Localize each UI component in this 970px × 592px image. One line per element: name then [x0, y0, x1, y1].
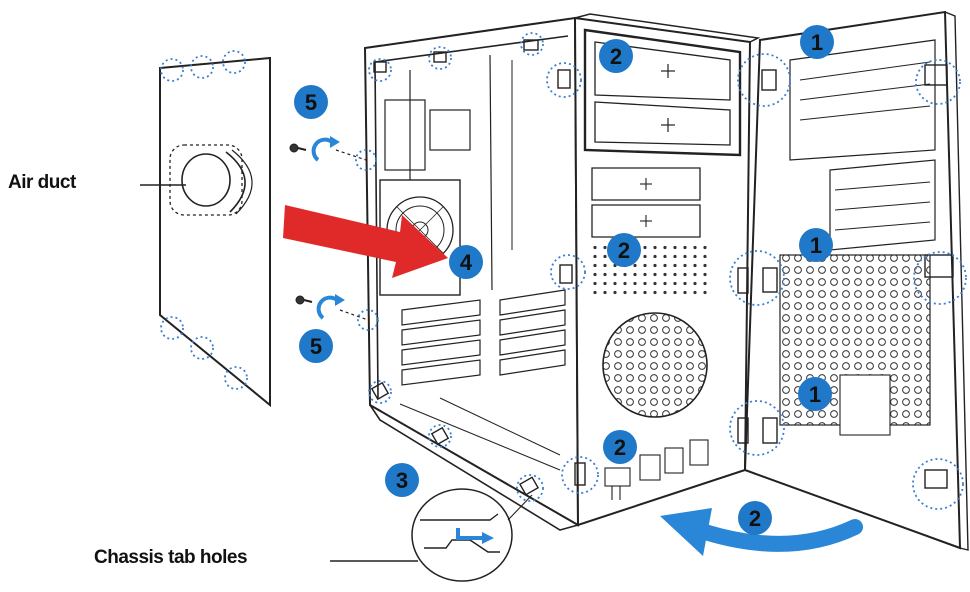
callout-1-bottom-text: 1	[809, 382, 821, 407]
chassis-body	[363, 13, 761, 531]
callout-2-arrow: 2	[738, 501, 772, 535]
front-bezel	[557, 10, 969, 551]
callout-2-middle-text: 2	[618, 238, 630, 263]
expansion-slots	[401, 289, 566, 386]
callout-1-bottom: 1	[798, 377, 832, 411]
callout-5-top: 5	[294, 85, 328, 119]
callout-2-middle: 2	[607, 233, 641, 267]
blue-swing-arrow	[660, 508, 863, 556]
callout-2-bottom-text: 2	[614, 435, 626, 460]
callout-2-drive-bay: 2	[599, 39, 633, 73]
callout-4: 4	[449, 245, 483, 279]
air-duct-vent	[169, 144, 253, 216]
air-duct-panel	[140, 56, 271, 408]
callout-5-bottom-text: 5	[310, 334, 322, 359]
callout-2-drive-bay-text: 2	[610, 44, 622, 69]
callout-1-middle: 1	[799, 228, 833, 262]
callout-5-bottom: 5	[299, 329, 333, 363]
callout-1-middle-text: 1	[810, 233, 822, 258]
red-insert-arrow	[283, 205, 448, 278]
callout-1-top-text: 1	[811, 30, 823, 55]
screw-top	[289, 136, 367, 162]
screw-bottom	[295, 294, 369, 321]
air-duct-label: Air duct	[8, 172, 76, 193]
callout-1-top: 1	[800, 25, 834, 59]
callout-3: 3	[385, 463, 419, 497]
callouts: 1 1 1 2 2 2 2 3	[294, 25, 834, 535]
callout-4-text: 4	[460, 250, 473, 275]
callout-2-arrow-text: 2	[749, 506, 761, 531]
callout-2-bottom: 2	[603, 430, 637, 464]
callout-5-top-text: 5	[305, 90, 317, 115]
dotted-highlights	[160, 32, 967, 510]
front-fan-grille	[602, 312, 708, 418]
tab-hole-inset	[330, 488, 533, 582]
callout-3-text: 3	[396, 468, 408, 493]
chassis-tab-holes-label: Chassis tab holes	[94, 547, 248, 568]
